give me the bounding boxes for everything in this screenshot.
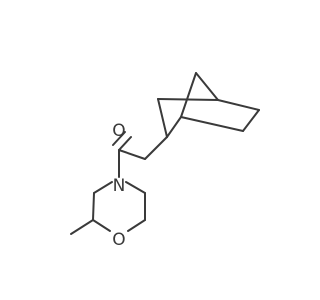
bond-c2-bridgehead2 [166,116,182,138]
molecular-structure: O N O [70,72,260,250]
atom-oxygen-ring: O [112,230,125,250]
bond-carbonyl-double-b [112,131,126,146]
bond-c2-o [92,219,111,232]
bonds [70,72,260,235]
bond-bridgehead1-c5 [217,99,260,111]
bond-c2-methyl [70,219,94,235]
bond-c6-bridgehead2 [180,116,244,132]
bond-ch2-carbonyl [118,149,146,160]
bond-c3-c2 [157,98,168,138]
bond-bridgehead1-bridge [195,72,219,101]
bond-carbonyl-double-a [118,136,132,151]
bond-c3-c2 [92,192,95,221]
atom-oxygen-carbonyl: O [112,121,125,141]
bond-c5-c6 [242,109,260,132]
bond-c2-ch2 [144,136,168,160]
bond-bridge-bridgehead2 [180,72,197,118]
bond-c5-n [125,181,146,194]
atom-labels: O N O [112,121,125,250]
bond-bridgehead1-c3 [157,98,219,101]
atom-nitrogen: N [113,176,126,196]
bond-n-c3 [93,181,113,194]
bond-o-c6 [127,219,146,232]
